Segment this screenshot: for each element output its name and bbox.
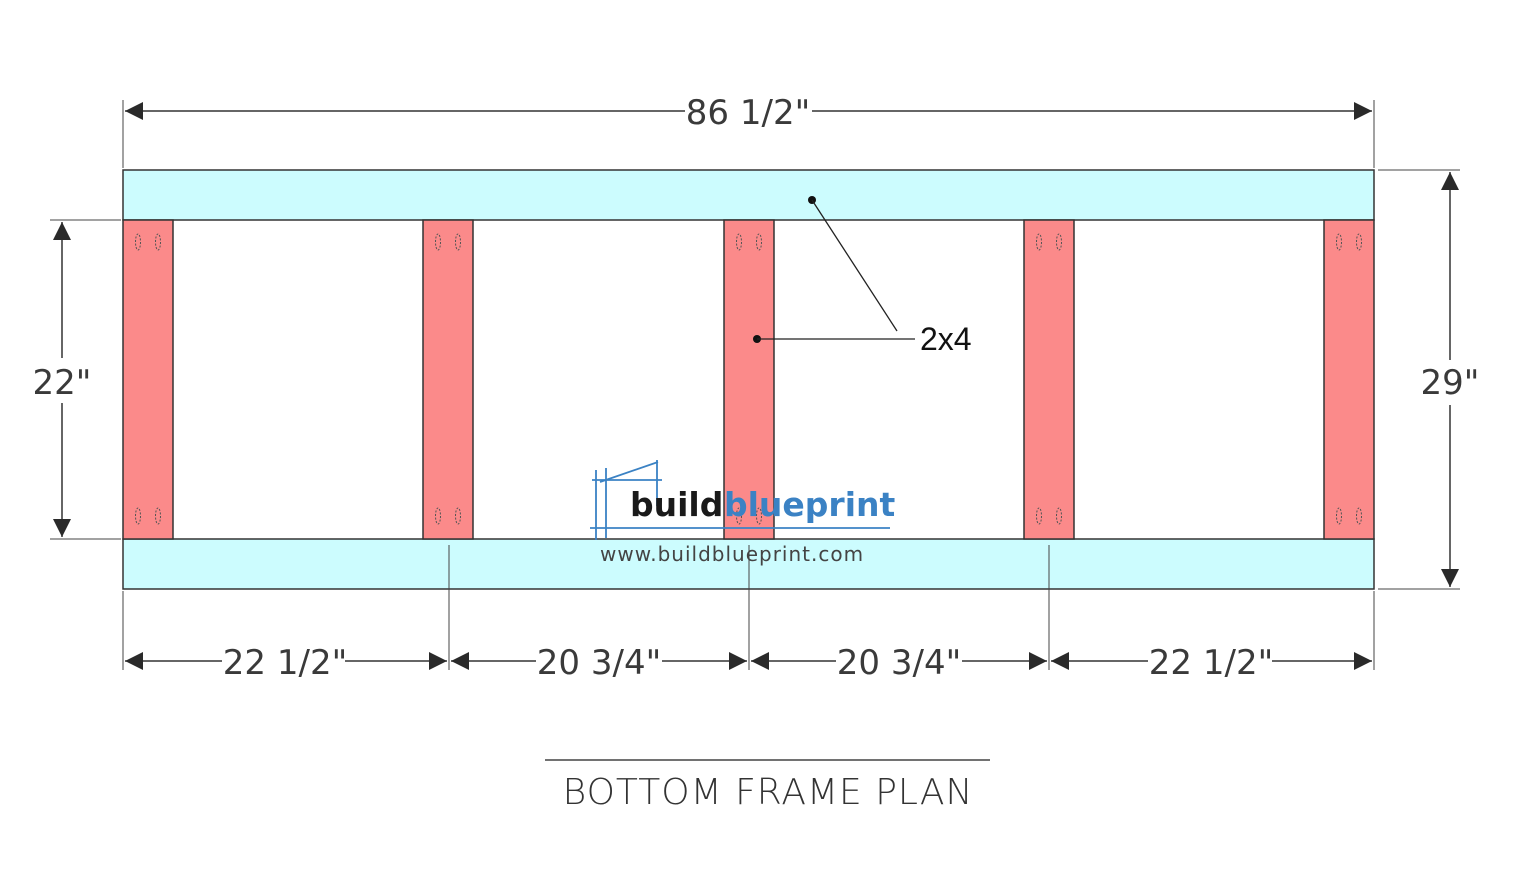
screw-mark: [455, 233, 461, 251]
plan-title-block: BOTTOM FRAME PLAN: [545, 759, 990, 813]
screw-mark: [435, 507, 441, 525]
lumber-callout: 2x4: [753, 196, 972, 357]
screw-mark: [1336, 507, 1342, 525]
screw-mark: [1356, 233, 1362, 251]
logo-house-mark: [590, 460, 890, 540]
joists: [122, 219, 1375, 540]
overall-width-label: 86 1/2": [686, 93, 810, 133]
screw-mark: [1036, 507, 1042, 525]
screw-mark: [135, 233, 141, 251]
spacing-label-2: 20 3/4": [537, 643, 661, 683]
screw-mark: [455, 507, 461, 525]
buildblueprint-logo: build blueprint www.buildblueprint.com: [590, 460, 896, 566]
overall-width-dimension: 86 1/2": [125, 93, 1372, 133]
joist-2: [422, 219, 474, 540]
spacing-dimensions: 22 1/2" 20 3/4" 20 3/4" 22 1/2": [125, 643, 1372, 683]
screw-mark: [736, 507, 742, 525]
joist-4: [1023, 219, 1075, 540]
logo-word-build: build: [630, 485, 723, 524]
screw-mark: [1056, 233, 1062, 251]
inner-depth-label: 22": [33, 363, 92, 403]
callout-label: 2x4: [920, 321, 972, 357]
screw-mark: [435, 233, 441, 251]
screw-mark: [736, 233, 742, 251]
overall-depth-label: 29": [1421, 363, 1480, 403]
spacing-label-4: 22 1/2": [1149, 643, 1273, 683]
inner-depth-dimension: 22": [33, 222, 92, 537]
logo-url: www.buildblueprint.com: [600, 542, 864, 566]
plan-title: BOTTOM FRAME PLAN: [563, 772, 974, 813]
extension-lines: [50, 100, 1460, 670]
joist-1: [122, 219, 174, 540]
screw-mark: [1336, 233, 1342, 251]
screw-mark: [155, 233, 161, 251]
joist-3: [723, 219, 775, 540]
spacing-label-3: 20 3/4": [837, 643, 961, 683]
screw-marks: [135, 233, 1362, 525]
screw-mark: [155, 507, 161, 525]
screw-mark: [756, 233, 762, 251]
screw-mark: [1356, 507, 1362, 525]
top-rail: [122, 169, 1375, 221]
screw-mark: [1056, 507, 1062, 525]
spacing-label-1: 22 1/2": [223, 643, 347, 683]
screw-mark: [135, 507, 141, 525]
logo-word-blueprint: blueprint: [724, 485, 896, 524]
overall-depth-dimension: 29": [1421, 172, 1480, 587]
screw-mark: [1036, 233, 1042, 251]
screw-mark: [756, 507, 762, 525]
joist-5: [1323, 219, 1375, 540]
